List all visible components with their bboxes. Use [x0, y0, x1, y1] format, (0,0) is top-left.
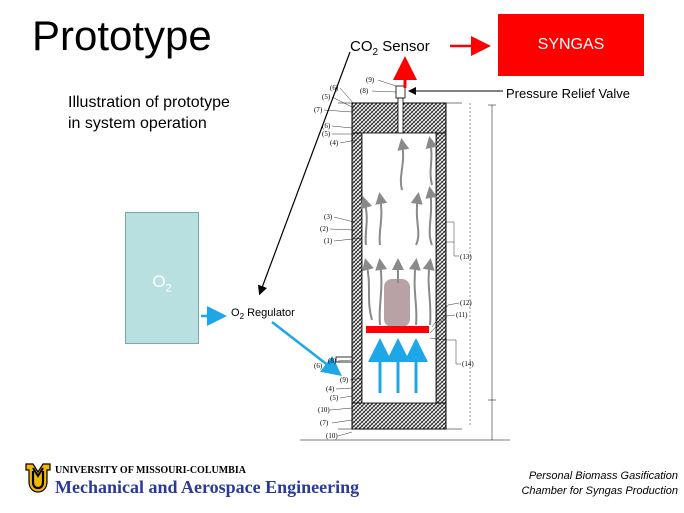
callout-11: (11): [456, 311, 468, 319]
exhaust-pipe: [397, 97, 404, 134]
callout-7: (7): [314, 106, 323, 114]
slide-subtitle: Illustration of prototype in system oper…: [68, 92, 230, 134]
subtitle-line-2: in system operation: [68, 115, 207, 132]
callout-5b: (5): [322, 130, 331, 138]
callout-9: (9): [366, 76, 375, 84]
callout-5: (5): [322, 93, 331, 101]
part-callouts-left-bottom: (8) (6) (9) (4) (5) (10) (7) (10): [314, 357, 363, 440]
inlet-pipe: [335, 356, 353, 363]
project-title-line-1: Personal Biomass Gasification: [528, 470, 678, 482]
callout-6: (6): [330, 84, 339, 92]
co2-label-sub: 2: [372, 47, 379, 58]
sensor-pointer-arrow: [258, 51, 351, 296]
callout-4b: (4): [326, 385, 335, 393]
callout-2: (2): [320, 225, 329, 233]
combustion-grate: [366, 326, 429, 333]
callout-6b: (6): [322, 122, 331, 130]
part-callouts-left-top: (9) (8) (6) (5) (7) (6) (5) (4): [314, 76, 397, 147]
reg-label-suffix: Regulator: [244, 307, 295, 319]
o2-label-sub: 2: [165, 282, 172, 295]
co2-sensor-label: CO2 Sensor: [350, 38, 430, 58]
part-callouts-right: (13) (12) (11) (14): [429, 221, 474, 368]
project-title: Personal Biomass Gasification Chamber fo…: [468, 469, 678, 499]
o2-tank: [125, 212, 199, 344]
callout-14: (14): [462, 360, 474, 368]
callout-10b: (10): [326, 432, 338, 440]
department-name: Mechanical and Aerospace Engineering: [55, 477, 360, 497]
subtitle-line-1: Illustration of prototype: [68, 94, 230, 111]
syngas-label: SYNGAS: [537, 36, 605, 53]
callout-10: (10): [318, 406, 330, 414]
callout-8b: (8): [328, 357, 337, 365]
callout-7b: (7): [320, 419, 329, 427]
callout-8: (8): [360, 87, 369, 95]
gasifier-diagram: (9) (8) (6) (5) (7) (6) (5) (4) (3) (2) …: [201, 36, 510, 441]
reg-label-main: O: [231, 307, 240, 319]
left-wall: [351, 132, 363, 404]
callout-13: (13): [460, 253, 472, 261]
part-callouts-left-mid: (3) (2) (1): [320, 213, 363, 245]
university-name: UNIVERSITY OF MISSOURI-COLUMBIA: [55, 465, 246, 476]
project-title-line-2: Chamber for Syngas Production: [521, 485, 678, 497]
pressure-relief-valve-label: Pressure Relief Valve: [506, 86, 631, 101]
callout-4: (4): [330, 139, 339, 147]
co2-label-main: CO: [350, 38, 373, 55]
o2-regulator-label: O2 Regulator: [231, 307, 295, 321]
reg-label-sub: 2: [239, 312, 245, 322]
o2-label-main: O: [152, 272, 166, 291]
callout-12: (12): [460, 299, 472, 307]
callout-1: (1): [324, 237, 333, 245]
syngas-box: [498, 14, 644, 76]
slide-title: Prototype: [32, 12, 212, 59]
callout-9b: (9): [340, 376, 349, 384]
callout-3: (3): [324, 213, 333, 221]
right-wall: [435, 132, 447, 404]
gas-flow-arrows: [360, 136, 438, 326]
mizzou-logo: [25, 463, 51, 493]
callout-5c: (5): [330, 394, 339, 402]
bottom-insulation: [351, 402, 447, 430]
regulator-to-inlet-arrow: [271, 321, 342, 377]
air-flow-arrows: [368, 338, 428, 393]
o2-tank-label: O2: [125, 272, 199, 294]
biomass-load: [384, 279, 410, 327]
callout-6c: (6): [314, 362, 323, 370]
co2-label-suffix: Sensor: [378, 38, 430, 55]
